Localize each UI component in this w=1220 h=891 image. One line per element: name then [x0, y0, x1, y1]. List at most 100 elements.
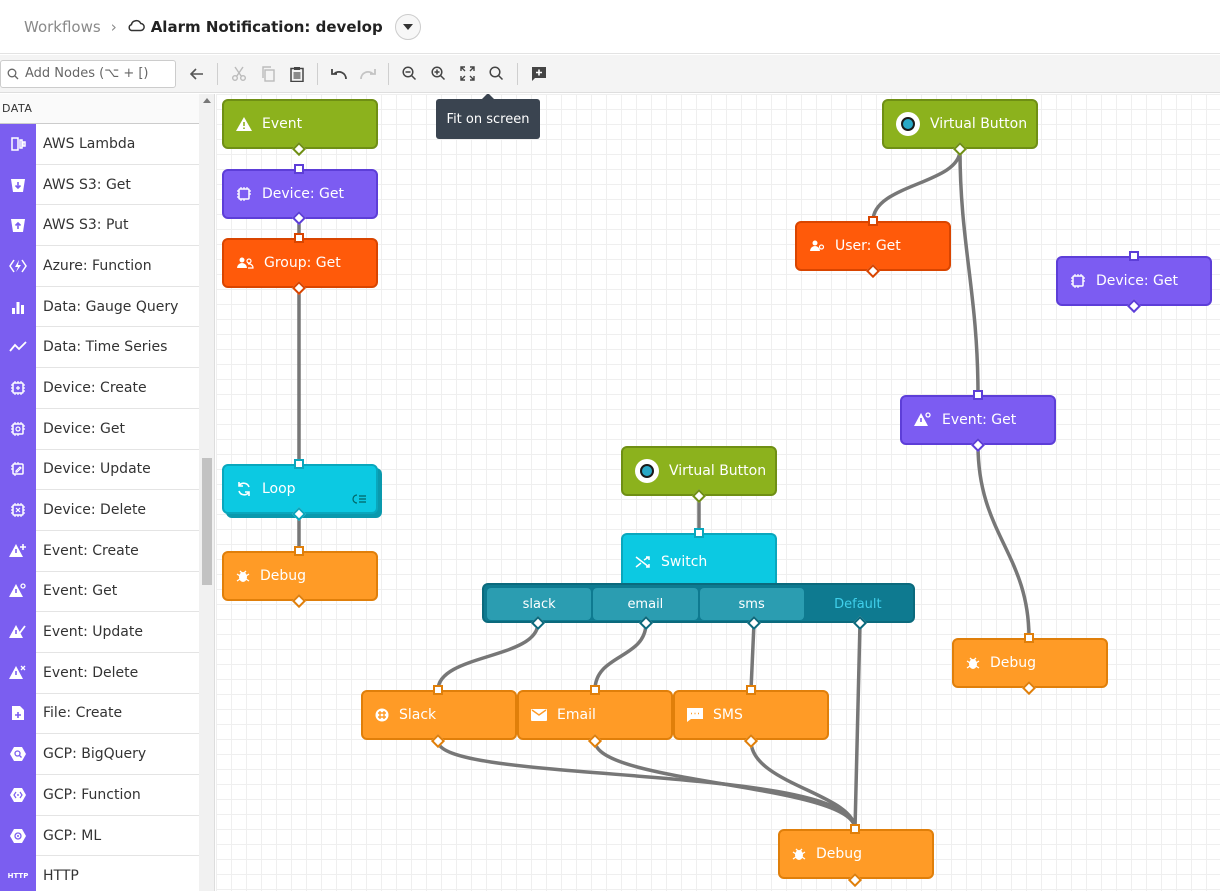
input-port[interactable]	[868, 216, 878, 226]
palette-item-device-get[interactable]: Device: Get	[0, 408, 199, 450]
input-port[interactable]	[746, 685, 756, 695]
redo-button[interactable]	[353, 59, 382, 88]
virtual-button-icon	[635, 459, 659, 483]
add-nodes-search[interactable]	[0, 59, 176, 88]
palette-item-data-gauge-query[interactable]: Data: Gauge Query	[0, 286, 199, 328]
switch-case-email[interactable]: email	[593, 588, 698, 620]
node-switch[interactable]: Switch	[621, 533, 777, 589]
palette-item-aws-s3-get[interactable]: AWS S3: Get	[0, 164, 199, 206]
node-debug-switch[interactable]: Debug	[778, 829, 934, 879]
add-comment-button[interactable]	[524, 59, 553, 88]
palette-item-label: AWS Lambda	[43, 135, 136, 152]
input-port[interactable]	[1129, 251, 1139, 261]
palette-item-device-update[interactable]: Device: Update	[0, 449, 199, 491]
input-port[interactable]	[694, 528, 704, 538]
node-email[interactable]: Email	[517, 690, 673, 740]
wire-email-to-debug	[593, 740, 857, 830]
input-port[interactable]	[590, 685, 600, 695]
search-input[interactable]	[25, 66, 165, 81]
palette-item-data-time-series[interactable]: Data: Time Series	[0, 326, 199, 369]
palette-item-http[interactable]: HTTP HTTP	[0, 855, 199, 891]
palette-item-gcp-ml[interactable]: GCP: ML	[0, 815, 199, 857]
node-palette-list: AWS Lambda AWS S3: Get AWS S3: Put Azure…	[0, 123, 199, 891]
palette-item-label: Event: Get	[43, 583, 118, 600]
node-device-get[interactable]: Device: Get	[222, 169, 378, 219]
palette-item-event-get[interactable]: Event: Get	[0, 571, 199, 613]
wire-sms-to-debug	[749, 740, 857, 830]
input-port[interactable]	[850, 824, 860, 834]
sidebar-scrollbar[interactable]	[199, 94, 214, 891]
input-port[interactable]	[294, 233, 304, 243]
cloud-icon	[127, 17, 145, 36]
palette-item-gcp-function[interactable]: GCP: Function	[0, 774, 199, 816]
palette-item-gcp-bigquery[interactable]: GCP: BigQuery	[0, 733, 199, 775]
group-icon	[237, 257, 254, 269]
device-icon	[1071, 274, 1085, 288]
node-group-get[interactable]: Group: Get	[222, 238, 378, 288]
zoom-in-button[interactable]	[424, 59, 453, 88]
cut-button[interactable]	[224, 59, 253, 88]
bug-icon	[792, 848, 806, 860]
node-slack[interactable]: Slack	[361, 690, 517, 740]
palette-item-label: Azure: Function	[43, 257, 152, 274]
node-label: Loop	[262, 481, 296, 497]
copy-button[interactable]	[253, 59, 282, 88]
input-port[interactable]	[294, 164, 304, 174]
input-port[interactable]	[973, 390, 983, 400]
palette-item-event-create[interactable]: Event: Create	[0, 530, 199, 572]
switch-case-sms[interactable]: sms	[699, 588, 804, 620]
node-virtual-button[interactable]: Virtual Button	[882, 99, 1038, 149]
scroll-up-arrow-icon[interactable]	[203, 98, 211, 103]
node-debug-event[interactable]: Debug	[952, 638, 1108, 688]
palette-item-label: Event: Delete	[43, 664, 139, 681]
event-get-icon	[0, 571, 36, 612]
copy-icon	[261, 65, 275, 82]
node-event[interactable]: Event	[222, 99, 378, 149]
palette-item-aws-lambda[interactable]: AWS Lambda	[0, 123, 199, 165]
palette-item-device-delete[interactable]: Device: Delete	[0, 489, 199, 531]
palette-item-event-delete[interactable]: Event: Delete	[0, 652, 199, 694]
palette-item-device-create[interactable]: Device: Create	[0, 367, 199, 409]
zoom-reset-button[interactable]	[482, 59, 511, 88]
user-icon	[810, 240, 825, 251]
input-port[interactable]	[1024, 633, 1034, 643]
paste-button[interactable]	[282, 59, 311, 88]
event-get-icon	[914, 412, 931, 426]
event-delete-icon	[0, 652, 36, 694]
wire-slack-case-to-slack	[436, 622, 540, 691]
node-loop[interactable]: Loop	[222, 464, 378, 514]
fit-on-screen-button[interactable]	[453, 59, 482, 88]
fit-screen-icon	[460, 66, 475, 81]
input-port[interactable]	[294, 546, 304, 556]
node-device-get-unconnected[interactable]: Device: Get	[1056, 256, 1212, 306]
palette-item-aws-s3-put[interactable]: AWS S3: Put	[0, 204, 199, 247]
scrollbar-thumb[interactable]	[202, 458, 212, 585]
zoom-out-button[interactable]	[395, 59, 424, 88]
node-label: Group: Get	[264, 255, 341, 271]
input-port[interactable]	[433, 685, 443, 695]
sidebar-section-header: DATA	[0, 94, 214, 124]
zoom-out-icon	[402, 66, 417, 81]
input-port[interactable]	[294, 459, 304, 469]
breadcrumb-workflows[interactable]: Workflows	[24, 17, 101, 36]
node-debug-loop[interactable]: Debug	[222, 551, 378, 601]
palette-item-azure-function[interactable]: Azure: Function	[0, 245, 199, 287]
page-title: Alarm Notification: develop	[150, 17, 383, 36]
undo-button[interactable]	[324, 59, 353, 88]
node-virtual-button-2[interactable]: Virtual Button	[621, 446, 777, 496]
palette-item-event-update[interactable]: Event: Update	[0, 611, 199, 653]
palette-item-file-create[interactable]: File: Create	[0, 693, 199, 735]
wire-sms-case-to-sms	[749, 622, 756, 691]
workflow-canvas[interactable]: Fit on screen Event Device: Get Group: G…	[216, 94, 1220, 891]
collapse-sidebar-button[interactable]	[182, 59, 211, 88]
node-event-get[interactable]: Event: Get	[900, 395, 1056, 445]
toolbar-divider	[217, 62, 218, 85]
bug-icon	[236, 570, 250, 582]
device-delete-icon	[0, 489, 36, 531]
switch-case-slack[interactable]: slack	[487, 588, 592, 620]
node-sms[interactable]: SMS	[673, 690, 829, 740]
node-label: Event	[262, 116, 303, 132]
switch-case-default[interactable]: Default	[834, 596, 882, 612]
version-dropdown-button[interactable]	[394, 13, 421, 40]
caret-down-icon	[402, 23, 413, 30]
